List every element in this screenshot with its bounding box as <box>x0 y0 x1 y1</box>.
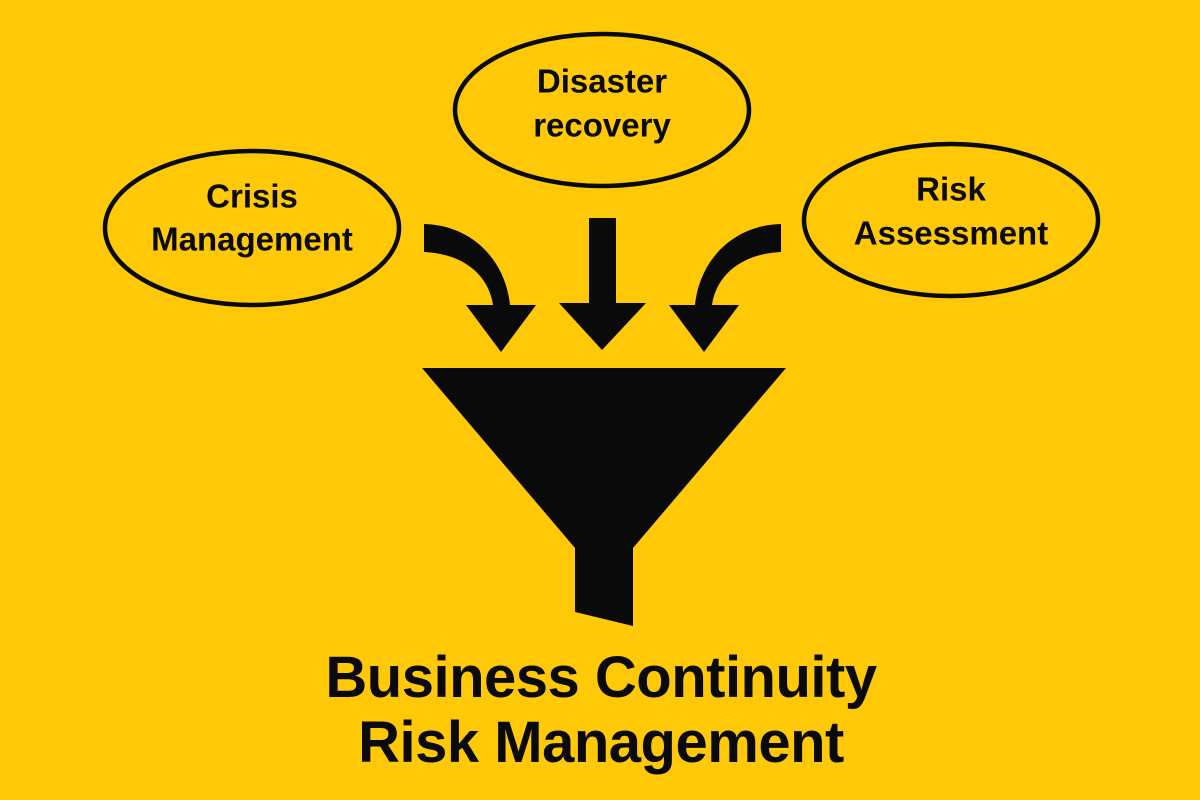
page-title: Business Continuity Risk Management <box>325 645 877 775</box>
node-label-risk-assessment-line2: Assessment <box>854 215 1048 252</box>
funnel-icon <box>422 368 786 626</box>
arrow-curved-right <box>669 224 781 352</box>
node-label-disaster-recovery-line2: recovery <box>533 107 671 144</box>
node-label-crisis-management-line1: Crisis <box>206 178 298 215</box>
ellipse-outline-risk-assessment <box>801 141 1101 299</box>
ellipse-outline-disaster-recovery <box>452 31 752 189</box>
arrow-straight-center <box>559 218 646 350</box>
node-crisis-management[interactable]: Crisis Management <box>102 148 402 308</box>
page-title-line1: Business Continuity <box>325 645 876 710</box>
ellipse-outline-crisis-management <box>102 148 402 308</box>
node-risk-assessment[interactable]: Risk Assessment <box>801 141 1101 299</box>
arrow-curved-left <box>424 224 536 352</box>
node-label-crisis-management-line2: Management <box>151 221 353 258</box>
node-disaster-recovery[interactable]: Disaster recovery <box>452 31 752 189</box>
page-title-line2: Risk Management <box>358 710 844 775</box>
node-label-disaster-recovery-line1: Disaster <box>537 63 667 100</box>
node-label-risk-assessment-line1: Risk <box>916 171 986 208</box>
